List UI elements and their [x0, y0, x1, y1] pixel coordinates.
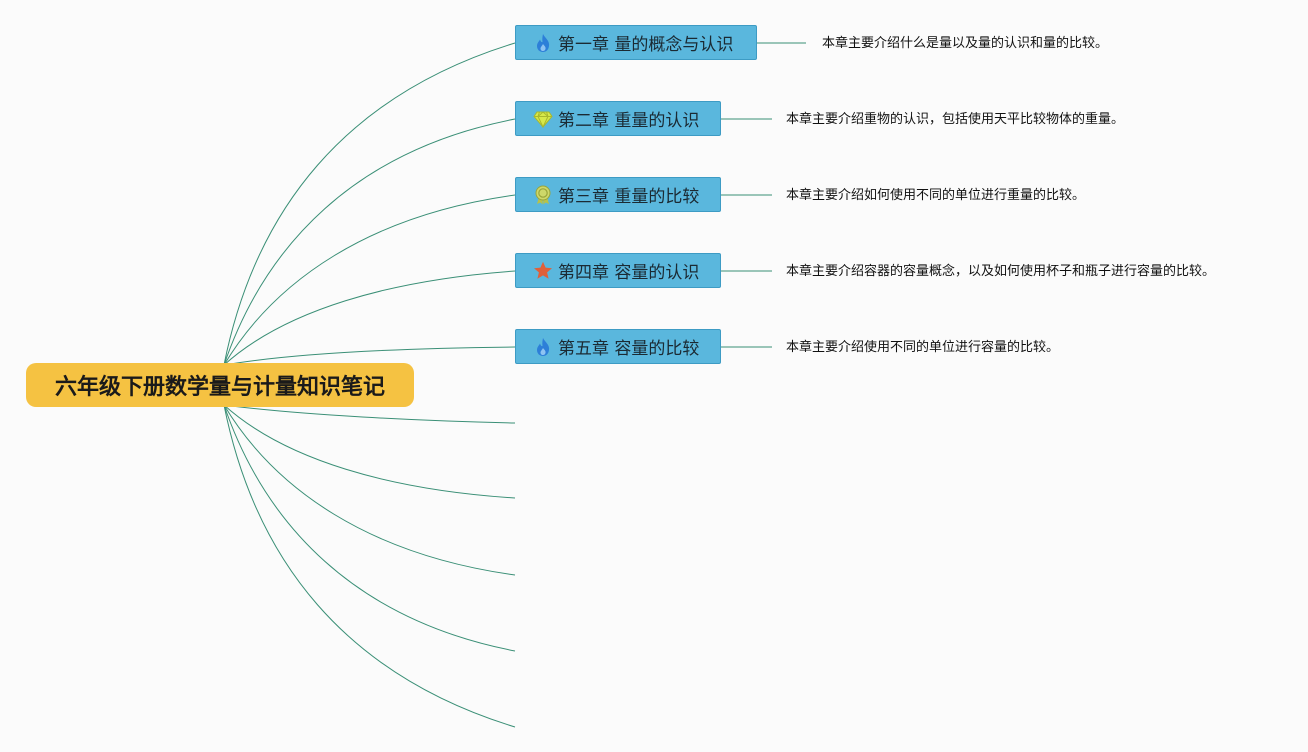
connector-root-chapter-5 — [223, 346, 516, 366]
connector-root-empty-4 — [223, 404, 516, 652]
connector-root-empty-2 — [223, 404, 516, 499]
fire-icon — [532, 336, 554, 358]
chapter-node-4[interactable]: 第四章 容量的认识 — [515, 253, 721, 288]
connector-root-chapter-3 — [223, 194, 516, 366]
chapter-node-5[interactable]: 第五章 容量的比较 — [515, 329, 721, 364]
connector-root-chapter-1 — [223, 42, 516, 366]
chapter-label-1: 第一章 量的概念与认识 — [558, 35, 734, 55]
connector-root-empty-3 — [223, 404, 516, 576]
chapter-description-1[interactable]: 本章主要介绍什么是量以及量的认识和量的比较。 — [822, 36, 1109, 51]
chapter-description-3[interactable]: 本章主要介绍如何使用不同的单位进行重量的比较。 — [786, 188, 1086, 203]
chapter-label-3: 第三章 重量的比较 — [558, 187, 700, 207]
chapter-label-5: 第五章 容量的比较 — [558, 339, 700, 359]
connector-root-empty-5 — [223, 404, 516, 728]
diamond-icon — [532, 108, 554, 130]
root-node[interactable]: 六年级下册数学量与计量知识笔记 — [26, 363, 414, 407]
chapter-label-4: 第四章 容量的认识 — [558, 263, 700, 283]
chapter-node-3[interactable]: 第三章 重量的比较 — [515, 177, 721, 212]
root-node-label: 六年级下册数学量与计量知识笔记 — [54, 375, 385, 400]
connector-root-chapter-4 — [223, 270, 516, 366]
connector-root-empty-1 — [223, 404, 516, 424]
connector-root-chapter-2 — [223, 118, 516, 366]
fire-icon — [532, 32, 554, 54]
chapter-description-5[interactable]: 本章主要介绍使用不同的单位进行容量的比较。 — [786, 340, 1060, 355]
chapter-label-2: 第二章 重量的认识 — [558, 111, 700, 131]
chapter-description-4[interactable]: 本章主要介绍容器的容量概念，以及如何使用杯子和瓶子进行容量的比较。 — [786, 264, 1216, 279]
chapter-node-2[interactable]: 第二章 重量的认识 — [515, 101, 721, 136]
star-icon — [532, 260, 554, 282]
chapter-description-2[interactable]: 本章主要介绍重物的认识，包括使用天平比较物体的重量。 — [786, 112, 1125, 127]
chapter-node-1[interactable]: 第一章 量的概念与认识 — [515, 25, 757, 60]
award-icon — [532, 184, 554, 206]
